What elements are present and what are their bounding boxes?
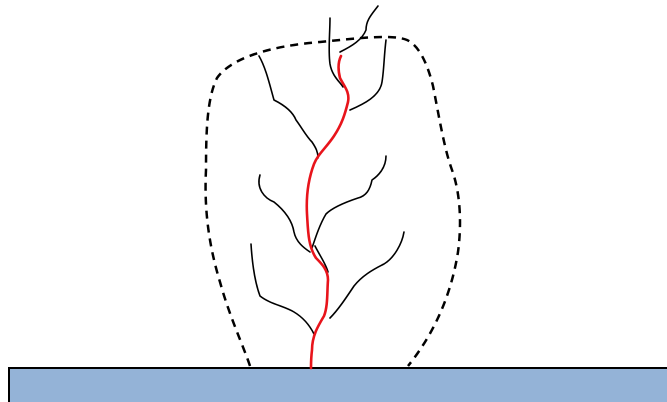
- tributary-upper-right: [350, 40, 386, 110]
- receiving-water-body: [9, 368, 667, 402]
- tributary-upper-left: [259, 56, 318, 158]
- tributary-mid-left: [259, 175, 310, 252]
- watershed-boundary: [206, 37, 460, 366]
- tributary-mid-right: [312, 156, 386, 248]
- tributary-lower-left: [251, 244, 314, 334]
- tributary-lower-right: [330, 232, 404, 318]
- tributary-top-fork: [340, 6, 378, 52]
